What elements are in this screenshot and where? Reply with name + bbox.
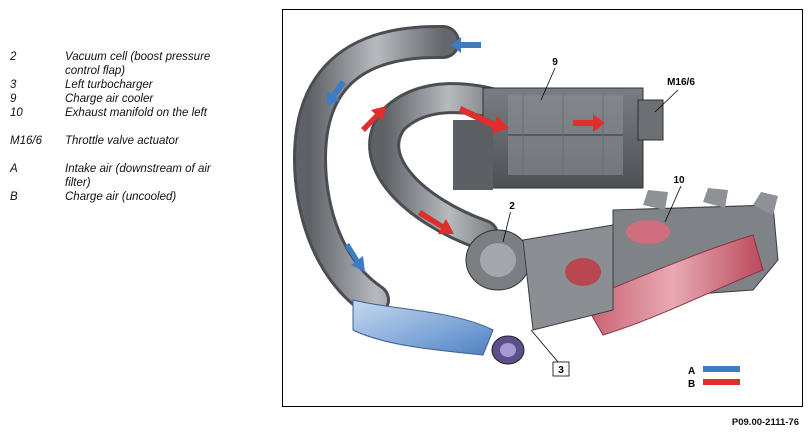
charge-flow-arrow <box>573 114 605 132</box>
intake-flow-arrow <box>327 80 346 106</box>
callout-2: 2 <box>509 201 515 212</box>
charge-air-swatch <box>703 379 740 385</box>
callout-leaders <box>502 67 682 363</box>
callout-box <box>663 75 699 88</box>
legend-desc: Exhaust manifold on the left <box>65 107 207 119</box>
legend-row-10: 10 Exhaust manifold on the left <box>10 106 280 120</box>
air-key: A B <box>688 366 740 390</box>
legend-key: B <box>10 191 18 203</box>
legend-key: 9 <box>10 93 17 105</box>
legend-key: 2 <box>10 51 17 63</box>
legend-key: 3 <box>10 79 17 91</box>
legend-gap <box>10 120 280 134</box>
throttle-valve-actuator <box>637 99 664 141</box>
charge-flow-arrow <box>361 106 386 132</box>
legend-desc: Charge air cooler <box>65 93 154 105</box>
legend-row-9: 9 Charge air cooler <box>10 92 280 106</box>
legend-key: M16/6 <box>10 135 42 147</box>
key-label-a: A <box>688 366 695 377</box>
intake-air-section <box>352 299 494 356</box>
intake-flow-arrow <box>345 243 365 272</box>
charge-flow-arrow <box>459 106 509 134</box>
legend-row-a: A Intake air (downstream of air filter) <box>10 162 280 190</box>
callout-3: 3 <box>558 365 564 376</box>
legend-gap <box>10 148 280 162</box>
figure-id: P09.00-2111-76 <box>731 417 799 428</box>
callout-9: 9 <box>552 57 558 68</box>
callout-10: 10 <box>673 175 685 186</box>
legend-desc: Vacuum cell (boost pressure control flap… <box>65 51 211 77</box>
legend-row-m16-6: M16/6 Throttle valve actuator <box>10 134 280 148</box>
intake-air-swatch <box>703 366 740 372</box>
legend-desc: Throttle valve actuator <box>65 135 179 147</box>
callout-box <box>552 361 570 377</box>
intake-pipe <box>296 27 457 314</box>
key-label-b: B <box>688 379 695 390</box>
engine-illustration-frame: 9 M16/6 10 2 3 A B <box>282 9 803 407</box>
callout-box <box>505 199 519 212</box>
legend-desc: Left turbocharger <box>65 79 153 91</box>
legend-desc: Charge air (uncooled) <box>65 191 177 203</box>
exhaust-channel <box>582 234 764 336</box>
callout-box <box>669 173 689 186</box>
intake-flow-arrow <box>451 37 481 53</box>
legend-row-b: B Charge air (uncooled) <box>10 190 280 204</box>
exhaust-port <box>626 220 670 244</box>
legend-key: A <box>10 163 18 175</box>
turbocharger-illustration: 9 M16/6 10 2 3 A B <box>293 24 779 390</box>
legend-desc: Intake air (downstream of air filter) <box>65 163 211 189</box>
legend: 2 Vacuum cell (boost pressure control fl… <box>10 50 280 204</box>
charge-pipe <box>371 85 526 248</box>
legend-row-2: 2 Vacuum cell (boost pressure control fl… <box>10 50 280 78</box>
legend-row-3: 3 Left turbocharger <box>10 78 280 92</box>
callout-box <box>547 55 563 68</box>
charge-flow-arrow <box>418 210 454 234</box>
callout-m16-6: M16/6 <box>667 77 695 88</box>
turbocharger <box>465 224 614 365</box>
charge-air-cooler <box>453 87 664 190</box>
exhaust-manifold <box>582 188 779 336</box>
legend-key: 10 <box>10 107 23 119</box>
